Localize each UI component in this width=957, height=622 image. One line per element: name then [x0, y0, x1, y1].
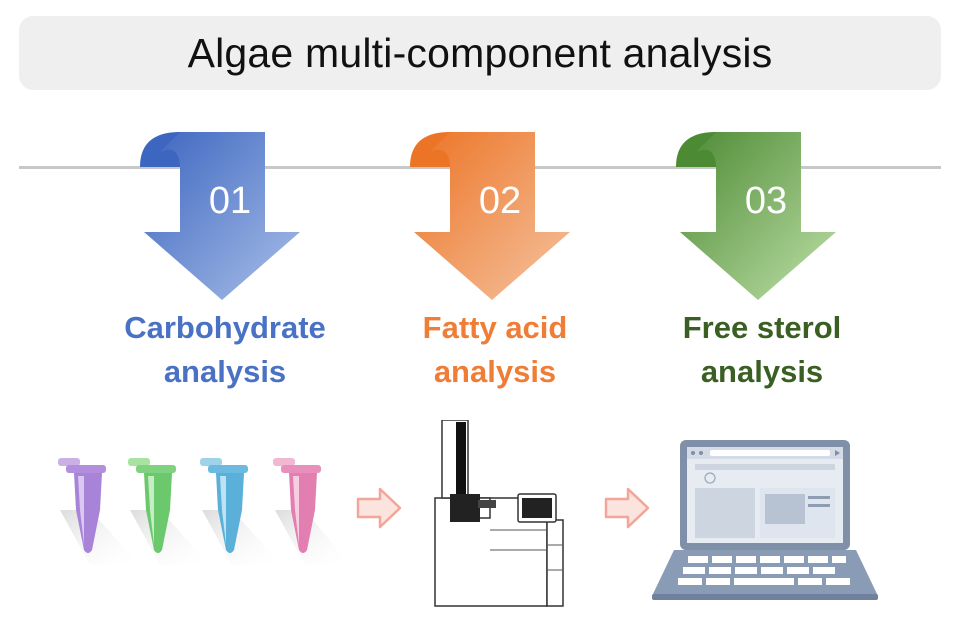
flow-arrow-1-icon	[356, 487, 402, 534]
step-2-label-line2: analysis	[433, 354, 557, 389]
step-1-label-line1: Carbohydrate	[124, 310, 326, 345]
step-3-arrow: 03	[676, 132, 856, 302]
page-title: Algae multi-component analysis	[187, 29, 773, 76]
step-1-arrow: 01	[140, 132, 320, 302]
microcentrifuge-tubes-icon	[30, 450, 350, 575]
step-2-arrow: 02	[410, 132, 590, 302]
title-bar: Algae multi-component analysis	[19, 16, 941, 90]
step-3-label-line1: Free sterol	[682, 310, 842, 345]
step-1-label: Carbohydrate analysis	[100, 306, 350, 394]
step-3-number: 03	[744, 180, 788, 222]
laptop-icon	[650, 436, 880, 606]
step-1-label-line2: analysis	[163, 354, 287, 389]
step-3-label-line2: analysis	[700, 354, 824, 389]
step-2-number: 02	[478, 180, 522, 222]
step-2-label: Fatty acid analysis	[370, 306, 620, 394]
gas-chromatograph-icon	[430, 419, 570, 615]
step-1-number: 01	[208, 180, 252, 222]
flow-arrow-2-icon	[604, 487, 650, 534]
step-3-label: Free sterol analysis	[637, 306, 887, 394]
step-2-label-line1: Fatty acid	[422, 310, 568, 345]
